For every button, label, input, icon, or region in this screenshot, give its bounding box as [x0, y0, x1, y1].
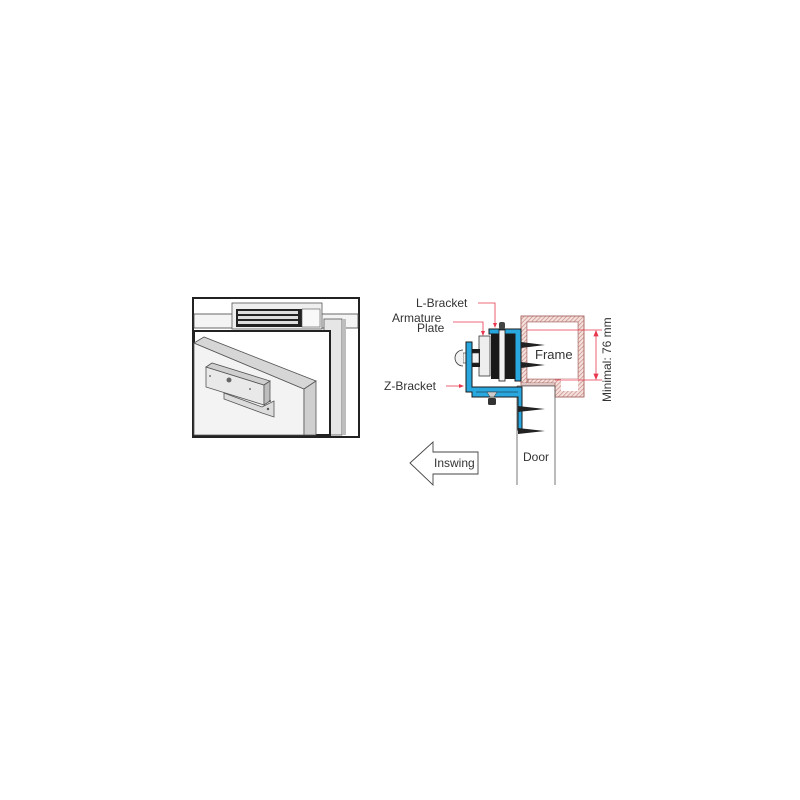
l-bracket	[223, 392, 275, 418]
frame-label: Frame	[535, 347, 573, 362]
dimension-indicator	[527, 329, 602, 381]
armature-label-line2: Plate	[417, 321, 445, 335]
minimal-dimension-label: Minimal: 76 mm	[600, 317, 614, 402]
installation-illustration	[192, 297, 360, 438]
section-drawing: L-Bracket Armature Plate Z-Bracket Frame…	[384, 296, 614, 487]
screw-head	[488, 398, 496, 405]
l-bracket-section	[488, 328, 522, 382]
cross-section-diagram: L-Bracket Armature Plate Z-Bracket Frame…	[380, 290, 630, 490]
armature-plate-section	[478, 335, 491, 377]
armature-label-line1: Armature	[392, 311, 442, 325]
door-frame-section	[520, 315, 585, 398]
magnet-body	[491, 322, 515, 382]
frame-screws	[518, 342, 545, 434]
armature-plate	[205, 362, 271, 406]
maglock-unit	[231, 302, 323, 330]
inswing-arrow-icon	[409, 440, 479, 487]
door-lock-illustration	[192, 297, 360, 438]
z-bracket-label: Z-Bracket	[384, 379, 437, 393]
door-label: Door	[523, 450, 549, 464]
leader-lines	[446, 302, 496, 387]
inswing-label: Inswing	[434, 456, 475, 470]
l-bracket-label: L-Bracket	[416, 296, 468, 310]
door-section	[516, 385, 556, 485]
